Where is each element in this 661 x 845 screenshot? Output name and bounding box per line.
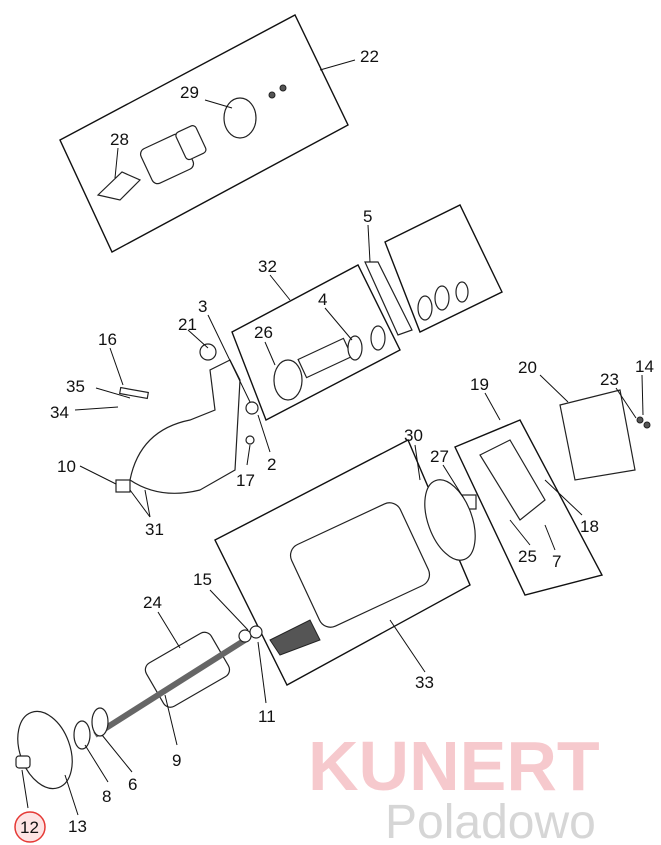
part-label-18: 18 bbox=[580, 517, 599, 536]
part-label-26: 26 bbox=[254, 323, 273, 342]
part-label-31: 31 bbox=[145, 520, 164, 539]
part-label-4: 4 bbox=[318, 290, 327, 309]
part-label-11: 11 bbox=[258, 707, 276, 726]
group-box-32 bbox=[231, 264, 401, 421]
brush-holder bbox=[424, 439, 546, 561]
part-label-35: 35 bbox=[66, 377, 85, 396]
part-label-27: 27 bbox=[430, 447, 449, 466]
part-label-29: 29 bbox=[180, 83, 199, 102]
part-label-2: 2 bbox=[267, 455, 276, 474]
part-label-24: 24 bbox=[143, 593, 162, 612]
part-label-10: 10 bbox=[57, 457, 76, 476]
part-label-5: 5 bbox=[363, 207, 372, 226]
part-label-7: 7 bbox=[552, 552, 561, 571]
part-label-12[interactable]: 12 bbox=[20, 818, 39, 837]
group-box-22 bbox=[59, 14, 349, 253]
part-label-34: 34 bbox=[50, 403, 69, 422]
drive-assembly bbox=[273, 261, 469, 401]
part-label-19: 19 bbox=[470, 375, 489, 394]
part-label-9: 9 bbox=[172, 751, 181, 770]
watermark-brand: KUNERT bbox=[308, 727, 600, 805]
part-label-3: 3 bbox=[198, 297, 207, 316]
part-label-6: 6 bbox=[128, 775, 137, 794]
group-box-19 bbox=[454, 419, 604, 596]
part-label-20: 20 bbox=[518, 358, 537, 377]
commutator-cover bbox=[559, 389, 651, 481]
group-box-33 bbox=[214, 439, 471, 686]
part-label-28: 28 bbox=[110, 130, 129, 149]
part-label-21: 21 bbox=[178, 315, 197, 334]
part-label-30: 30 bbox=[404, 426, 423, 445]
part-label-32: 32 bbox=[258, 257, 277, 276]
part-label-23: 23 bbox=[600, 370, 619, 389]
part-label-16: 16 bbox=[98, 330, 117, 349]
end-plate bbox=[15, 707, 109, 790]
drive-end-housing bbox=[115, 343, 259, 494]
part-label-17: 17 bbox=[236, 471, 255, 490]
part-label-8: 8 bbox=[102, 787, 111, 806]
part-label-22: 22 bbox=[360, 47, 379, 66]
watermark-suffix: Poladowo bbox=[385, 796, 596, 845]
part-label-14: 14 bbox=[635, 357, 654, 376]
armature bbox=[93, 625, 263, 738]
highlight-circle bbox=[14, 811, 46, 843]
part-label-15: 15 bbox=[193, 570, 212, 589]
part-label-25: 25 bbox=[518, 547, 537, 566]
field-frame bbox=[269, 502, 431, 656]
part-label-33: 33 bbox=[415, 673, 434, 692]
group-box-5 bbox=[384, 204, 503, 333]
leader-lines bbox=[21, 59, 644, 816]
part-label-13: 13 bbox=[68, 817, 87, 836]
